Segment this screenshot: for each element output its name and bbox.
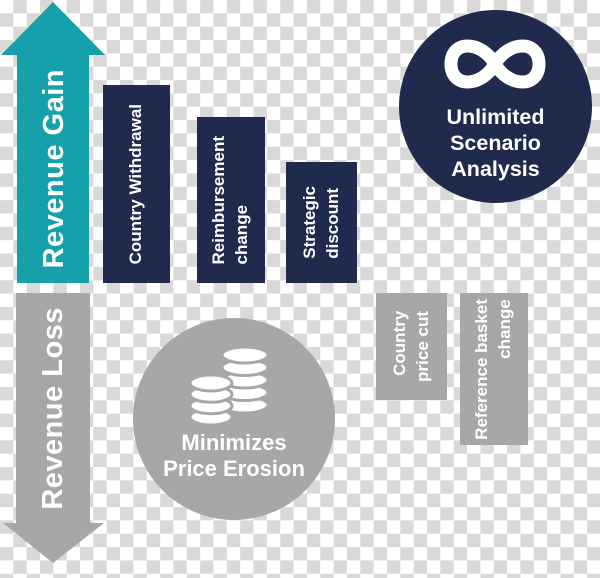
revenue-gain-arrow xyxy=(1,2,105,283)
bar-label: Reference basket change xyxy=(472,298,514,440)
gain-bar-strategic-discount: Strategic discount xyxy=(286,162,357,283)
revenue-loss-label-box: Revenue Loss xyxy=(16,297,90,519)
scenario-circle-label: Unlimited Scenario Analysis xyxy=(446,105,545,181)
bar-label: Country price cut xyxy=(389,311,432,382)
revenue-gain-label-box: Revenue Gain xyxy=(19,57,89,281)
coins-icon xyxy=(189,345,269,427)
loss-bar-reference-basket-change: Reference basket change xyxy=(460,293,528,445)
erosion-circle: Minimizes Price Erosion xyxy=(133,318,335,520)
bar-label: Country Withdrawal xyxy=(126,103,146,265)
scenario-circle: Unlimited Scenario Analysis xyxy=(399,10,592,203)
gain-bar-reimbursement-change: Reimbursement change xyxy=(197,117,265,283)
bar-label: Reimbursement change xyxy=(209,135,251,265)
revenue-loss-arrow xyxy=(3,293,104,563)
infinity-icon xyxy=(444,39,546,89)
bar-label: Strategic discount xyxy=(299,186,342,259)
revenue-gain-label: Revenue Gain xyxy=(37,69,70,269)
erosion-circle-label: Minimizes Price Erosion xyxy=(163,430,305,481)
gain-bar-country-withdrawal: Country Withdrawal xyxy=(103,85,170,283)
revenue-loss-label: Revenue Loss xyxy=(36,306,69,510)
loss-bar-country-price-cut: Country price cut xyxy=(376,293,447,400)
